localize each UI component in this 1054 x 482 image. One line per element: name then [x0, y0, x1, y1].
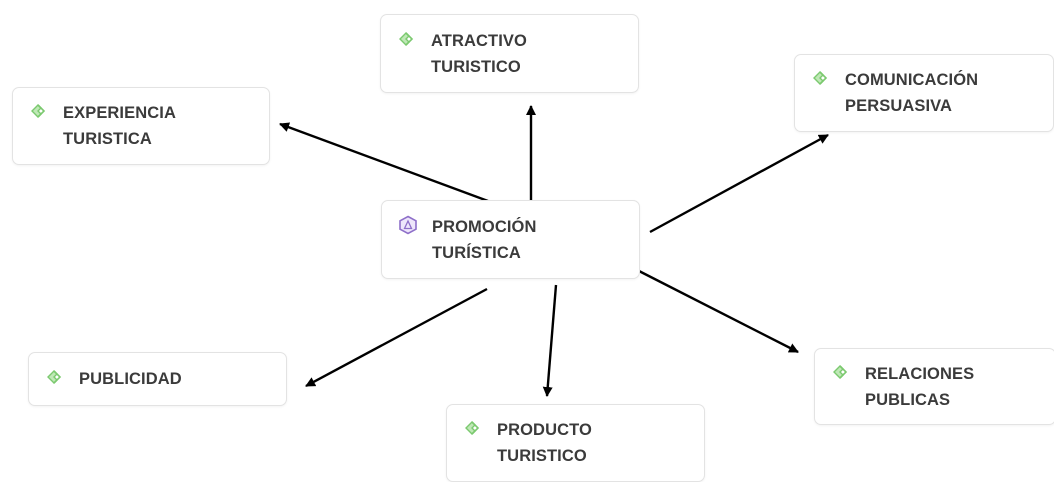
node-label: PRODUCTO TURISTICO — [497, 417, 592, 469]
arrow-to-publicidad — [305, 287, 488, 388]
node-relaciones[interactable]: RELACIONES PUBLICAS — [814, 348, 1054, 425]
node-comunicacion[interactable]: COMUNICACIÓN PERSUASIVA — [794, 54, 1054, 132]
node-producto[interactable]: PRODUCTO TURISTICO — [446, 404, 705, 482]
node-label-line2: TURISTICA — [63, 130, 152, 148]
node-label-line1: PRODUCTO — [497, 421, 592, 439]
central-label-line2: TURÍSTICA — [432, 243, 521, 262]
node-label-line2: PUBLICAS — [865, 390, 951, 409]
node-label: ATRACTIVO TURISTICO — [431, 28, 527, 80]
node-label-line1: COMUNICACIÓN — [845, 71, 979, 89]
node-label-line2: PERSUASIVA — [845, 97, 953, 115]
diamond-tag-icon — [463, 418, 483, 438]
node-publicidad[interactable]: PUBLICIDAD — [28, 352, 287, 406]
node-atractivo[interactable]: ATRACTIVO TURISTICO — [380, 14, 639, 93]
node-label-line1: RELACIONES — [865, 364, 975, 383]
node-label: COMUNICACIÓN PERSUASIVA — [845, 67, 978, 119]
node-label-line2: TURISTICO — [431, 57, 521, 76]
arrow-to-comunicacion — [649, 133, 829, 234]
diamond-tag-icon — [811, 68, 831, 88]
central-node[interactable]: PROMOCIÓN TURÍSTICA — [381, 200, 640, 279]
node-label: EXPERIENCIA TURISTICA — [63, 100, 176, 152]
diamond-tag-icon — [45, 367, 65, 387]
node-label-line2: TURISTICO — [497, 447, 587, 465]
arrow-to-producto — [542, 284, 558, 397]
arrow-to-relaciones — [638, 269, 799, 354]
node-experiencia[interactable]: EXPERIENCIA TURISTICA — [12, 87, 270, 165]
node-label-line1: PUBLICIDAD — [79, 370, 182, 388]
node-label-line1: ATRACTIVO — [431, 31, 527, 50]
arrow-to-experiencia — [279, 122, 489, 203]
central-node-label: PROMOCIÓN TURÍSTICA — [432, 214, 536, 266]
node-label-line1: EXPERIENCIA — [63, 104, 176, 122]
diamond-tag-icon — [831, 362, 851, 382]
node-label: RELACIONES PUBLICAS — [865, 361, 974, 413]
diamond-tag-icon — [397, 29, 417, 49]
node-label: PUBLICIDAD — [79, 366, 182, 392]
central-label-line1: PROMOCIÓN — [432, 217, 537, 236]
diamond-tag-icon — [29, 101, 49, 121]
network-icon — [398, 215, 418, 235]
